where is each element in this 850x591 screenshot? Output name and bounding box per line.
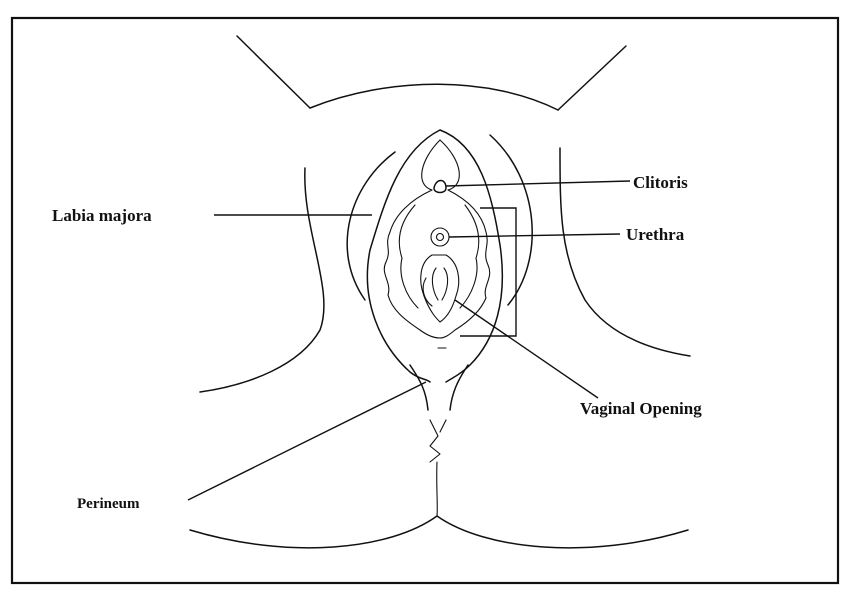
label-vaginal-opening: Vaginal Opening xyxy=(580,399,702,418)
leader-urethra xyxy=(449,234,620,237)
label-urethra: Urethra xyxy=(626,225,685,244)
label-perineum: Perineum xyxy=(77,496,140,512)
leader-clitoris xyxy=(446,181,630,186)
clitoris-shape xyxy=(434,181,446,193)
leader-perineum xyxy=(188,382,426,500)
label-labia-majora: Labia majora xyxy=(52,206,152,225)
urethra-shape xyxy=(431,228,449,246)
label-clitoris: Clitoris xyxy=(633,173,688,192)
body-outline xyxy=(190,36,690,548)
labia-bracket xyxy=(460,208,516,336)
labia-minora xyxy=(384,190,489,338)
vaginal-opening-shape xyxy=(421,255,459,322)
outer-folds xyxy=(347,135,532,305)
leader-vaginal-opening xyxy=(455,300,598,398)
